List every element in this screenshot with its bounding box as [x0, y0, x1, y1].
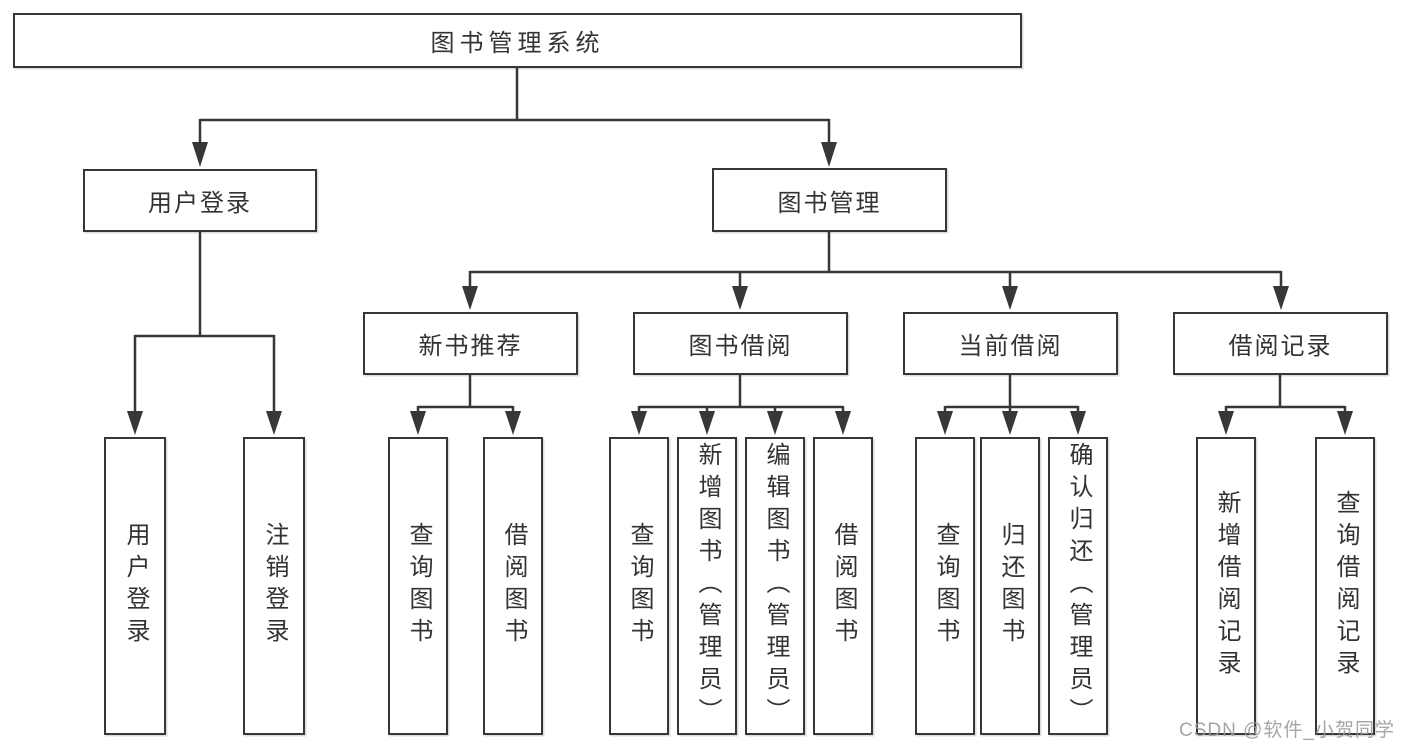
node-book-management: 图书管理 — [712, 168, 947, 232]
watermark-text: CSDN @软件_小贺同学 — [1179, 720, 1395, 741]
leaf-newbooks-query-books: 查询图书 — [388, 437, 448, 735]
arrow-head-icon — [1273, 286, 1289, 310]
arrow-head-icon — [1002, 286, 1018, 310]
arrow-head-group — [127, 142, 1353, 435]
arrow-head-icon — [1337, 411, 1353, 435]
leaf-records-query-record: 查询借阅记录 — [1315, 437, 1375, 735]
arrow-head-icon — [462, 286, 478, 310]
node-library-system: 图书管理系统 — [13, 13, 1022, 68]
arrow-head-icon — [699, 411, 715, 435]
arrow-head-icon — [767, 411, 783, 435]
node-user-login: 用户登录 — [83, 169, 317, 232]
leaf-logout: 注销登录 — [243, 437, 305, 735]
node-borrowing-records: 借阅记录 — [1173, 312, 1388, 375]
node-current-borrowing: 当前借阅 — [903, 312, 1118, 375]
leaf-user-login: 用户登录 — [104, 437, 166, 735]
arrow-head-icon — [266, 411, 282, 435]
arrow-head-icon — [192, 142, 208, 167]
arrow-head-icon — [821, 142, 837, 167]
leaf-borrowing-query-books: 查询图书 — [609, 437, 669, 735]
connector-path-group — [133, 68, 1347, 414]
arrow-head-icon — [1002, 411, 1018, 435]
leaf-current-query-books: 查询图书 — [915, 437, 975, 735]
arrow-head-icon — [1218, 411, 1234, 435]
leaf-current-return-books: 归还图书 — [980, 437, 1040, 735]
arrow-head-icon — [127, 411, 143, 435]
leaf-current-confirm-return-admin: 确认归还（管理员） — [1048, 437, 1108, 735]
arrow-head-icon — [937, 411, 953, 435]
leaf-records-add-record: 新增借阅记录 — [1196, 437, 1256, 735]
node-book-borrowing: 图书借阅 — [633, 312, 848, 375]
arrow-head-icon — [835, 411, 851, 435]
arrow-head-icon — [505, 411, 521, 435]
arrow-head-icon — [631, 411, 647, 435]
arrow-head-icon — [732, 286, 748, 310]
leaf-newbooks-borrow-books: 借阅图书 — [483, 437, 543, 735]
leaf-borrowing-borrow-books: 借阅图书 — [813, 437, 873, 735]
node-new-book-recommend: 新书推荐 — [363, 312, 578, 375]
arrow-head-icon — [410, 411, 426, 435]
leaf-borrowing-edit-books-admin: 编辑图书（管理员） — [745, 437, 805, 735]
arrow-head-icon — [1070, 411, 1086, 435]
leaf-borrowing-add-books-admin: 新增图书（管理员） — [677, 437, 737, 735]
